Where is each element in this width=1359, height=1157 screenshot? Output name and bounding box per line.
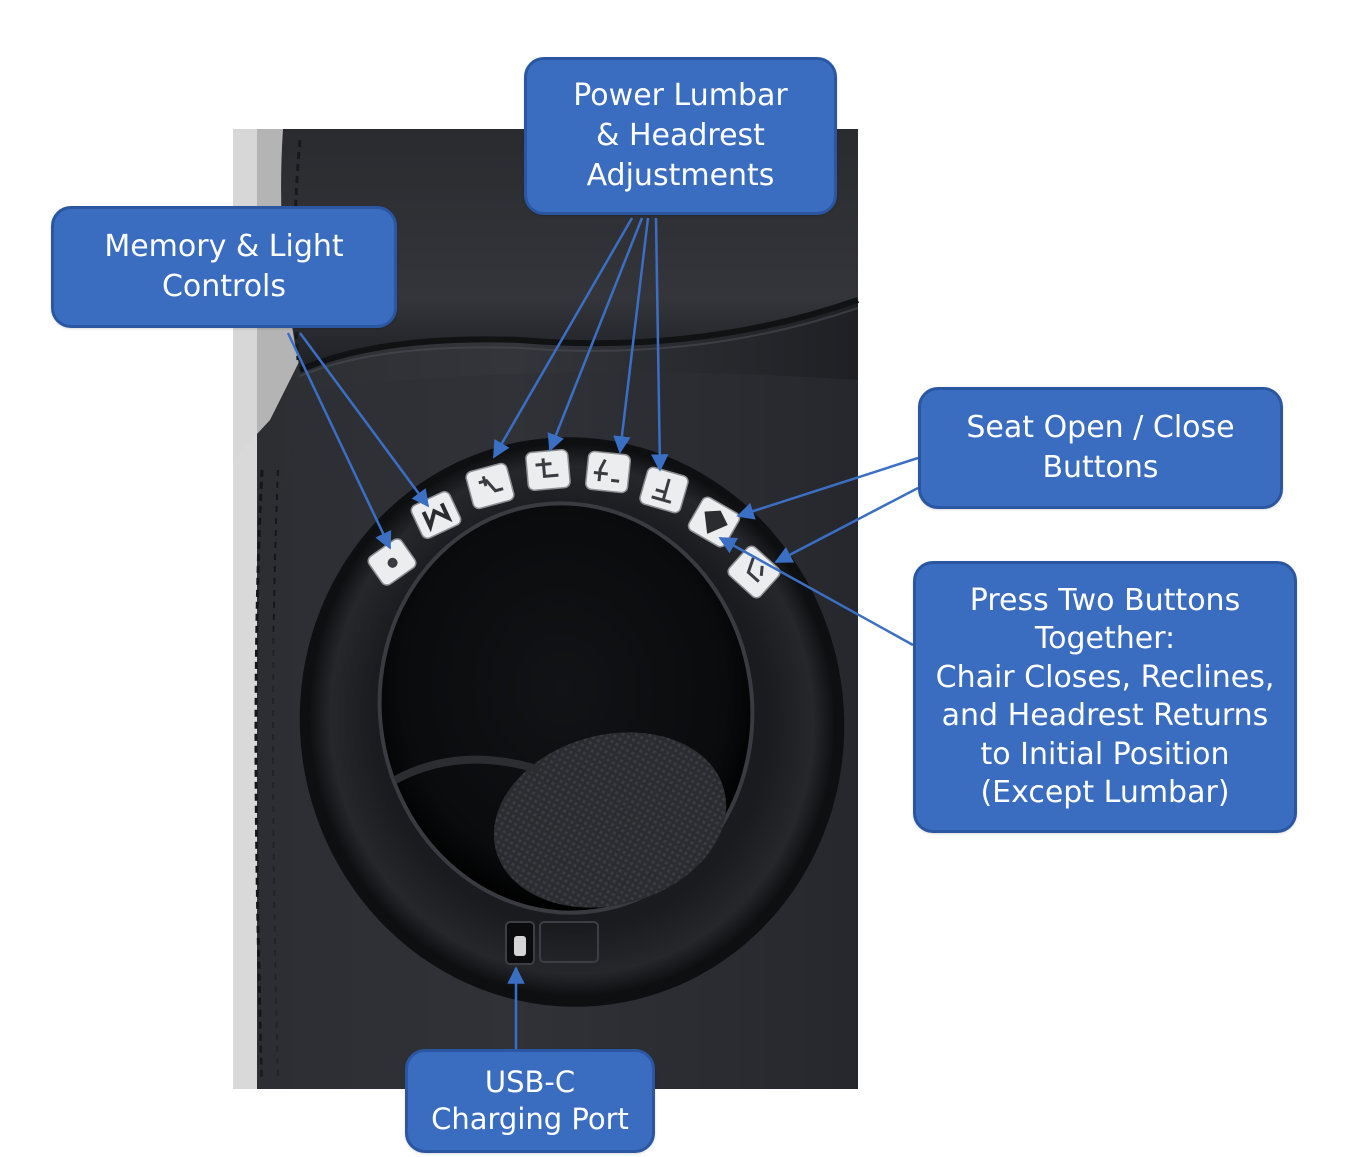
arrow-press-two bbox=[718, 536, 914, 647]
arrow-lumbar-out bbox=[547, 217, 644, 452]
light-button[interactable] bbox=[366, 537, 418, 588]
callout-line: Adjustments bbox=[586, 158, 775, 193]
callout-line: USB-C bbox=[484, 1065, 576, 1099]
lumbar-out-button[interactable] bbox=[525, 448, 571, 492]
callout-seat-open-close: Seat Open / Close Buttons bbox=[918, 387, 1283, 509]
arrow-lumbar-in bbox=[492, 217, 634, 459]
headrest-up-button[interactable] bbox=[584, 450, 632, 494]
callout-line: and Headrest Returns bbox=[941, 698, 1269, 733]
headrest-down-button[interactable] bbox=[639, 466, 690, 514]
arrow-memory bbox=[298, 332, 430, 508]
arrow-seat-close bbox=[774, 486, 919, 564]
headrest-up-icon bbox=[593, 458, 620, 483]
lumbar-out-icon bbox=[535, 458, 559, 478]
lumbar-in-button[interactable] bbox=[465, 462, 515, 510]
lumbar-in-icon bbox=[478, 476, 504, 493]
seat-close-icon bbox=[746, 557, 764, 583]
memory-icon bbox=[421, 502, 453, 533]
callout-line: Buttons bbox=[1042, 450, 1159, 485]
callout-line: Memory & Light bbox=[104, 229, 344, 264]
callout-line: Power Lumbar bbox=[573, 78, 788, 113]
callout-line: Controls bbox=[161, 269, 287, 304]
callout-line: to Initial Position bbox=[980, 736, 1230, 772]
callout-line: & Headrest bbox=[596, 118, 765, 153]
callout-line: Chair Closes, Reclines, bbox=[935, 659, 1275, 695]
callout-line: Charging Port bbox=[431, 1102, 629, 1136]
seat-open-button[interactable] bbox=[686, 495, 741, 549]
headrest-down-icon bbox=[651, 478, 672, 504]
control-buttons bbox=[366, 448, 783, 600]
arrow-light bbox=[286, 332, 392, 550]
callout-usb-c-port: USB-C Charging Port bbox=[405, 1049, 655, 1153]
callout-line: Together: bbox=[1034, 621, 1176, 656]
arrow-seat-open bbox=[736, 456, 919, 520]
callout-line: Press Two Buttons bbox=[969, 582, 1241, 618]
callout-arrows bbox=[286, 217, 919, 1049]
callout-lumbar-headrest: Power Lumbar & Headrest Adjustments bbox=[524, 57, 837, 215]
callout-line: Seat Open / Close bbox=[966, 410, 1235, 445]
seat-close-button[interactable] bbox=[726, 544, 783, 600]
arrow-headrest-up bbox=[613, 217, 650, 454]
callout-memory-light-controls: Memory & Light Controls bbox=[51, 206, 397, 328]
seat-open-icon bbox=[704, 510, 728, 534]
callout-line: (Except Lumbar) bbox=[980, 775, 1230, 810]
callout-press-two-buttons: Press Two Buttons Together: Chair Closes… bbox=[913, 561, 1297, 833]
light-icon bbox=[387, 557, 398, 568]
arrow-headrest-down bbox=[651, 217, 669, 472]
